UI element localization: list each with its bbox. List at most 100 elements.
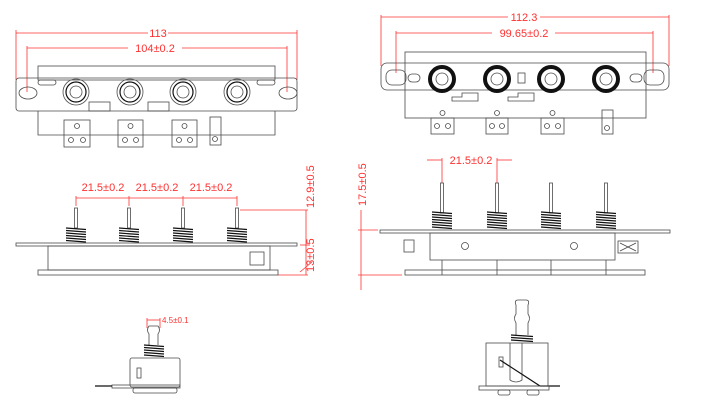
- dimension-hole-pitch: 99.65±0.2: [395, 28, 654, 73]
- spring-coil: [486, 216, 508, 220]
- terminal-hole: [68, 137, 74, 143]
- knob-ring: [483, 65, 511, 93]
- rotary-knob: [428, 65, 456, 93]
- terminal: [430, 110, 455, 135]
- spring-coil: [226, 232, 248, 236]
- spring-coil: [595, 216, 617, 220]
- spring: [118, 227, 140, 243]
- spring-coil: [118, 237, 140, 241]
- terminal-body: [485, 117, 509, 135]
- spring-coil: [65, 232, 87, 236]
- terminal-hole: [127, 123, 134, 129]
- terminal-hole: [74, 123, 80, 129]
- spring-coil: [540, 218, 562, 222]
- knob-inner: [123, 85, 137, 99]
- terminal-hole: [439, 110, 446, 116]
- spring-coil: [172, 239, 194, 243]
- pin: [440, 182, 444, 214]
- pin: [495, 182, 499, 214]
- spring-coil: [486, 213, 508, 217]
- spring-coil: [486, 223, 508, 227]
- spring-coil: [595, 213, 617, 217]
- spring-coil: [143, 349, 165, 353]
- dimension-pitch: 21.5±0.2: [427, 155, 512, 183]
- pin: [604, 182, 608, 214]
- rotary-knob: [116, 78, 144, 106]
- spring-coil: [486, 218, 508, 222]
- terminal-body: [430, 117, 455, 135]
- terminal-hole: [133, 137, 139, 143]
- knob-outer: [169, 78, 197, 106]
- side-view-right: 21.5±0.2 17.5±0.5: [357, 155, 671, 290]
- spring: [172, 227, 194, 243]
- spring-coil: [143, 344, 165, 348]
- front-view-right: 112.3 99.65±0.2: [380, 12, 670, 135]
- knob-ring: [119, 81, 141, 103]
- spring-coil: [226, 227, 248, 231]
- terminal-hole: [187, 137, 193, 143]
- dimension-hole-pitch: 104±0.2: [26, 43, 288, 92]
- spring-coil: [540, 221, 562, 225]
- spring-coil: [431, 221, 453, 225]
- spring: [595, 211, 617, 230]
- spring-coil: [540, 223, 562, 227]
- terminal-hole: [80, 137, 86, 143]
- knob-inner: [599, 72, 613, 86]
- dimension-label: 12.9±0.5: [305, 165, 317, 208]
- pin: [127, 207, 131, 229]
- dimension-heights: 12.9±0.5 13±0.5: [240, 165, 317, 276]
- knob-ring: [592, 65, 620, 93]
- knob-inner: [176, 85, 190, 99]
- knob-outer: [62, 78, 90, 106]
- front-view-left: 113 104±0.2: [15, 28, 298, 148]
- terminal-hole: [499, 123, 505, 129]
- spring: [510, 334, 534, 343]
- spring-coil: [486, 211, 508, 215]
- terminal: [63, 119, 91, 148]
- rotary-knob: [223, 78, 251, 106]
- dimension-label: 104±0.2: [135, 43, 175, 55]
- terminal-hole: [181, 123, 188, 129]
- spring-coil: [226, 239, 248, 243]
- spring-coil: [595, 221, 617, 225]
- dimension-label: 13±0.5: [305, 238, 317, 272]
- dimension-label: 113: [149, 28, 167, 40]
- rotary-knob: [537, 65, 565, 93]
- terminal: [171, 119, 198, 148]
- terminal-hole: [445, 123, 451, 129]
- spring-coil: [172, 227, 194, 231]
- terminal: [540, 110, 565, 135]
- spring-coil: [595, 223, 617, 227]
- spring-coil: [118, 234, 140, 238]
- mounting-hole: [18, 86, 38, 100]
- terminal-hole: [549, 110, 556, 116]
- rotary-knob: [169, 78, 197, 106]
- spring-coil: [65, 227, 87, 231]
- spring-coil: [431, 226, 453, 230]
- spring-coil: [143, 346, 165, 350]
- spring-coil: [431, 218, 453, 222]
- dimension-total-height: 17.5±0.5: [357, 163, 402, 290]
- knob-inner: [490, 72, 504, 86]
- spring-coil: [540, 226, 562, 230]
- knob-outer: [223, 78, 251, 106]
- terminal-body: [540, 117, 565, 135]
- spring-coil: [540, 211, 562, 215]
- spring-coil: [118, 232, 140, 236]
- knob-ring: [65, 81, 87, 103]
- mounting-hole: [278, 86, 298, 100]
- mounting-hole: [385, 69, 407, 86]
- spring-coil: [510, 334, 534, 338]
- dimension-label: 17.5±0.5: [357, 163, 369, 206]
- spring-coil: [65, 229, 87, 233]
- terminal: [485, 110, 509, 135]
- spring-coil: [143, 351, 165, 355]
- pin: [181, 207, 185, 229]
- spring-coil: [172, 237, 194, 241]
- spring-coil: [486, 226, 508, 230]
- knob-ring: [537, 65, 565, 93]
- mounting-plate: [380, 62, 670, 91]
- pin: [549, 182, 553, 214]
- side-view-left: 21.5±0.2 21.5±0.2 21.5±0.2 12.9±0.5 13±0…: [15, 165, 317, 276]
